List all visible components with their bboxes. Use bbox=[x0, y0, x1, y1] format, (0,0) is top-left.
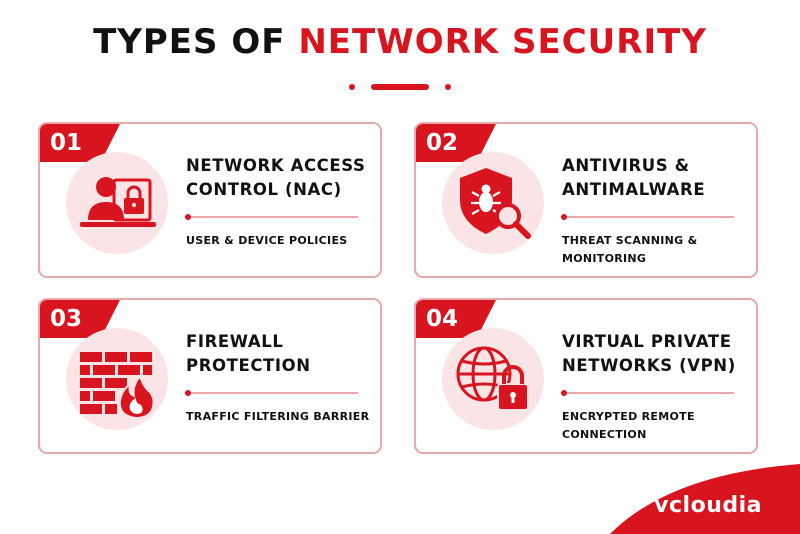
card-divider-dot bbox=[561, 214, 567, 220]
card-number-badge: 01 bbox=[40, 124, 120, 162]
card-number-badge: 03 bbox=[40, 300, 120, 338]
card-icon-circle bbox=[442, 328, 544, 430]
card-firewall-protection: 03 FIREWALL PROTECTION TRAFFIC FILTERING… bbox=[38, 298, 382, 454]
card-divider-dot bbox=[561, 390, 567, 396]
card-divider bbox=[185, 214, 358, 220]
card-title: FIREWALL PROTECTION bbox=[186, 332, 311, 375]
shield-bug-icon bbox=[460, 168, 531, 239]
card-title: VIRTUAL PRIVATE NETWORKS (VPN) bbox=[562, 332, 736, 375]
globe-lock-icon bbox=[456, 346, 529, 411]
card-title: ANTIVIRUS & ANTIMALWARE bbox=[562, 156, 706, 199]
card-icon-circle bbox=[66, 152, 168, 254]
title-part-red: NETWORK SECURITY bbox=[298, 22, 707, 62]
brand-corner-shape bbox=[610, 464, 800, 534]
divider-bar bbox=[371, 84, 429, 90]
card-network-access-control: 01 NETWORK ACCESS CONTROL (NAC) USER & D… bbox=[38, 122, 382, 278]
user-lock-icon bbox=[80, 177, 156, 227]
brand-logo: vcloudia bbox=[654, 493, 762, 518]
card-divider bbox=[561, 214, 734, 220]
title-divider bbox=[349, 84, 451, 90]
card-subtitle: THREAT SCANNING & MONITORING bbox=[562, 234, 698, 265]
card-title: NETWORK ACCESS CONTROL (NAC) bbox=[186, 156, 366, 199]
card-divider bbox=[185, 390, 358, 396]
card-subtitle: USER & DEVICE POLICIES bbox=[186, 234, 348, 247]
page-title: TYPES OF NETWORK SECURITY bbox=[0, 22, 800, 62]
card-divider-dot bbox=[185, 214, 191, 220]
card-divider bbox=[561, 390, 734, 396]
card-virtual-private-networks: 04 VIRTUAL PRIVATE NETWORKS (VPN) ENCRYP… bbox=[414, 298, 758, 454]
card-divider-dot bbox=[185, 390, 191, 396]
divider-dot-right bbox=[445, 84, 451, 90]
card-subtitle: TRAFFIC FILTERING BARRIER bbox=[186, 410, 370, 423]
card-subtitle: ENCRYPTED REMOTE CONNECTION bbox=[562, 410, 695, 441]
title-part-black: TYPES OF bbox=[93, 22, 286, 62]
card-icon-circle bbox=[66, 328, 168, 430]
card-icon-circle bbox=[442, 152, 544, 254]
card-antivirus-antimalware: 02 ANTIVIRUS & ANTIMALWARE THREAT SCANNI… bbox=[414, 122, 758, 278]
divider-dot-left bbox=[349, 84, 355, 90]
firewall-icon bbox=[80, 352, 155, 420]
